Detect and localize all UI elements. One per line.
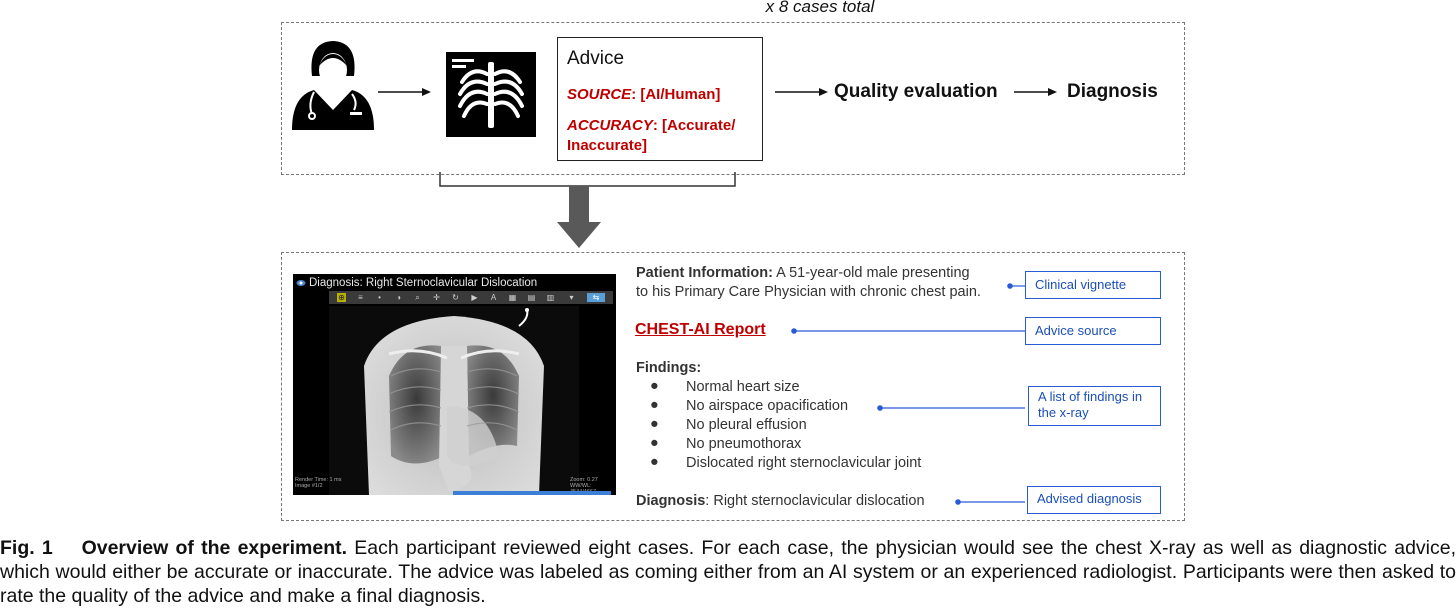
diagnosis-value: : Right sternoclavicular dislocation — [705, 493, 925, 509]
tool-table-icon[interactable]: ▥ — [546, 293, 555, 302]
render-time: Render Time: 1 ms — [295, 477, 342, 483]
tool-dot-icon[interactable]: • — [378, 293, 381, 302]
advice-source: SOURCE: [AI/Human] — [567, 86, 720, 103]
physician-icon — [292, 41, 374, 130]
accuracy-key: ACCURACY — [567, 117, 653, 134]
tool-cine-icon[interactable]: ⇆ — [587, 293, 605, 302]
diagnosis-label: Diagnosis — [1067, 81, 1158, 102]
experiment-flow-box — [281, 22, 1185, 175]
example-interface-box — [281, 252, 1185, 521]
patient-information: Patient Information: A 51-year-old male … — [636, 264, 981, 302]
xray-viewer-title: Diagnosis: Right Sternoclavicular Disloc… — [309, 277, 538, 289]
bullet-icon: ● — [650, 454, 659, 470]
arrow-to-xray — [378, 88, 431, 96]
source-key: SOURCE — [567, 86, 632, 103]
tool-menu-icon[interactable]: ▾ — [569, 293, 574, 302]
advice-box: Advice SOURCE: [AI/Human] ACCURACY: [Acc… — [557, 37, 763, 161]
figure-caption-text: Each participant reviewed eight cases. F… — [0, 537, 1456, 607]
chest-radiograph-image — [329, 306, 579, 495]
image-index: Image #1/2 — [295, 483, 323, 489]
bullet-icon: ● — [650, 378, 659, 394]
bullet-icon: ● — [650, 416, 659, 432]
arrow-to-quality — [775, 88, 828, 96]
patient-info-line-1: A 51-year-old male presenting — [772, 265, 970, 281]
tool-contrast-icon[interactable]: ◑ — [396, 293, 401, 302]
tool-layout-icon[interactable]: ▦ — [508, 293, 517, 302]
xray-viewer: Diagnosis: Right Sternoclavicular Disloc… — [293, 274, 616, 495]
source-value: : [AI/Human] — [631, 86, 721, 103]
callout-findings-list: A list of findings in the x-ray — [1028, 386, 1161, 426]
callout-advised-diagnosis: Advised diagnosis — [1027, 486, 1161, 514]
advice-title: Advice — [567, 48, 625, 69]
arrow-to-diagnosis — [1014, 88, 1057, 96]
tool-move-icon[interactable]: ✛ — [433, 293, 440, 302]
chest-xray-icon — [446, 52, 536, 137]
advice-accuracy: ACCURACY: [Accurate/ Inaccurate] — [567, 116, 757, 156]
tool-zoom-icon[interactable]: ⌕ — [415, 293, 420, 302]
tool-grid-icon[interactable]: ▤ — [527, 293, 536, 302]
bullet-icon: ● — [650, 435, 659, 451]
down-arrow-icon — [557, 186, 601, 248]
callout-advice-source: Advice source — [1025, 317, 1161, 345]
cases-total-label: x 8 cases total — [765, 0, 875, 16]
bullet-icon: ● — [650, 397, 659, 413]
tool-measure-icon[interactable]: ≡ — [358, 293, 363, 302]
patient-info-label: Patient Information: — [636, 265, 773, 281]
chest-ai-report-link[interactable]: CHEST-AI Report — [635, 321, 766, 338]
patient-info-line-2: to his Primary Care Physician with chron… — [636, 284, 981, 300]
accuracy-value: : [Accurate/ Inaccurate] — [567, 117, 736, 154]
viewer-meta-left: Render Time: 1 ms Image #1/2 — [295, 477, 341, 489]
eye-icon — [296, 280, 306, 286]
tool-annotate-icon[interactable]: A — [490, 293, 497, 302]
diagnosis-key: Diagnosis — [636, 493, 706, 509]
figure-caption: Fig. 1 Overview of the experiment. Each … — [0, 536, 1456, 608]
viewer-progress-bar — [453, 491, 611, 495]
tool-rotate-icon[interactable]: ↻ — [452, 293, 459, 302]
figure-number: Fig. 1 — [0, 537, 53, 559]
tool-play-icon[interactable]: ▶ — [471, 293, 478, 302]
quality-evaluation-label: Quality evaluation — [834, 81, 998, 102]
viewer-toolbar: ⊕ ≡ • ◑ ⌕ ✛ ↻ ▶ A ▦ ▤ ▥ ▾ ⇆ — [329, 291, 613, 304]
findings-title: Findings: — [636, 360, 702, 376]
zoom-value: Zoom: 0.27 — [570, 477, 598, 483]
figure-title: Overview of the experiment. — [81, 537, 348, 559]
callout-clinical-vignette: Clinical vignette — [1025, 271, 1161, 299]
tool-pan-icon[interactable]: ⊕ — [337, 293, 346, 302]
advised-diagnosis: Diagnosis: Right sternoclavicular disloc… — [636, 492, 925, 511]
